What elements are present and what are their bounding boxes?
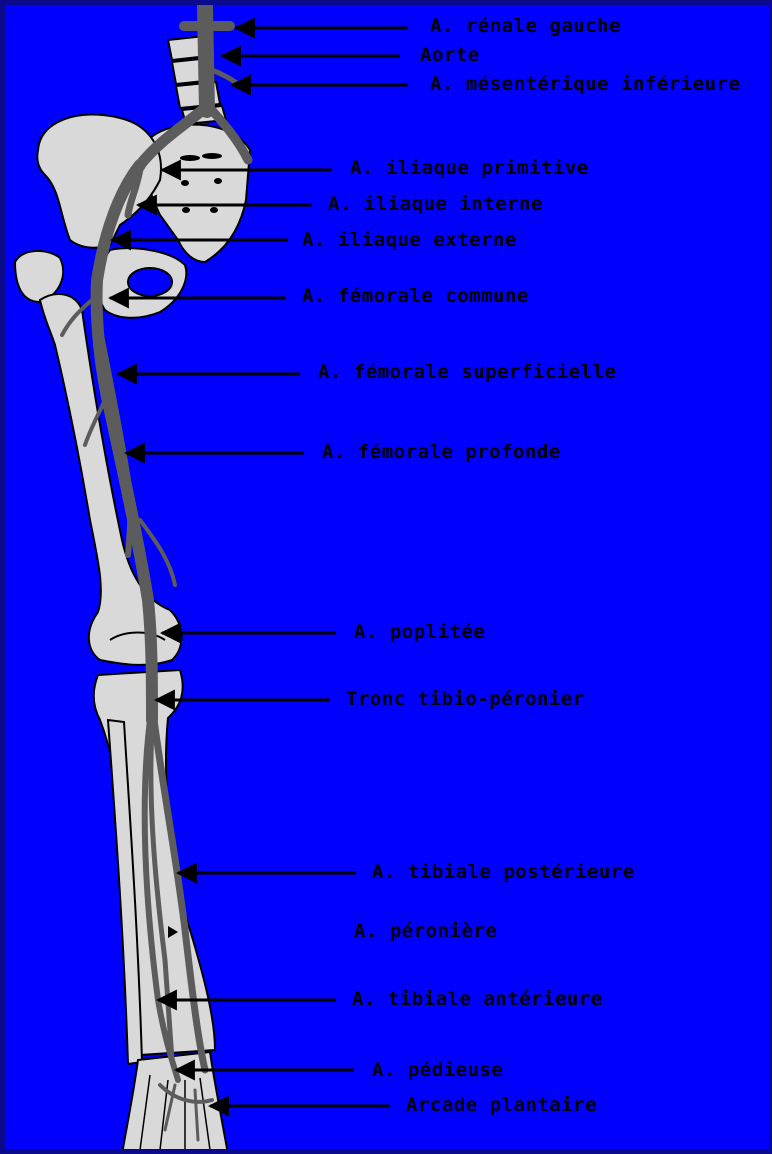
- label-iliaque-primitive: A. iliaque primitive: [350, 157, 589, 179]
- label-femorale-commune: A. fémorale commune: [302, 285, 529, 307]
- label-poplitee: A. poplitée: [354, 621, 485, 643]
- label-tronc-tibio-peronier: Tronc tibio-péronier: [346, 688, 585, 710]
- label-femorale-profonde: A. fémorale profonde: [322, 441, 561, 463]
- label-renale-gauche: A. rénale gauche: [430, 15, 621, 37]
- label-iliaque-externe: A. iliaque externe: [302, 229, 517, 251]
- label-pedieuse: A. pédieuse: [372, 1059, 503, 1081]
- label-tibiale-anterieure: A. tibiale antérieure: [352, 988, 603, 1010]
- ilium: [37, 115, 161, 248]
- label-tibiale-posterieure: A. tibiale postérieure: [372, 861, 635, 883]
- femur: [40, 294, 182, 665]
- label-peroniere: A. péronière: [354, 920, 497, 942]
- label-mesenterique-inferieure: A. mésentérique inférieure: [430, 73, 740, 95]
- label-iliaque-interne: A. iliaque interne: [328, 193, 543, 215]
- label-femorale-superficielle: A. fémorale superficielle: [318, 361, 616, 383]
- label-aorte: Aorte: [420, 44, 480, 66]
- label-arcade-plantaire: Arcade plantaire: [406, 1094, 597, 1116]
- obturator-foramen: [128, 268, 172, 296]
